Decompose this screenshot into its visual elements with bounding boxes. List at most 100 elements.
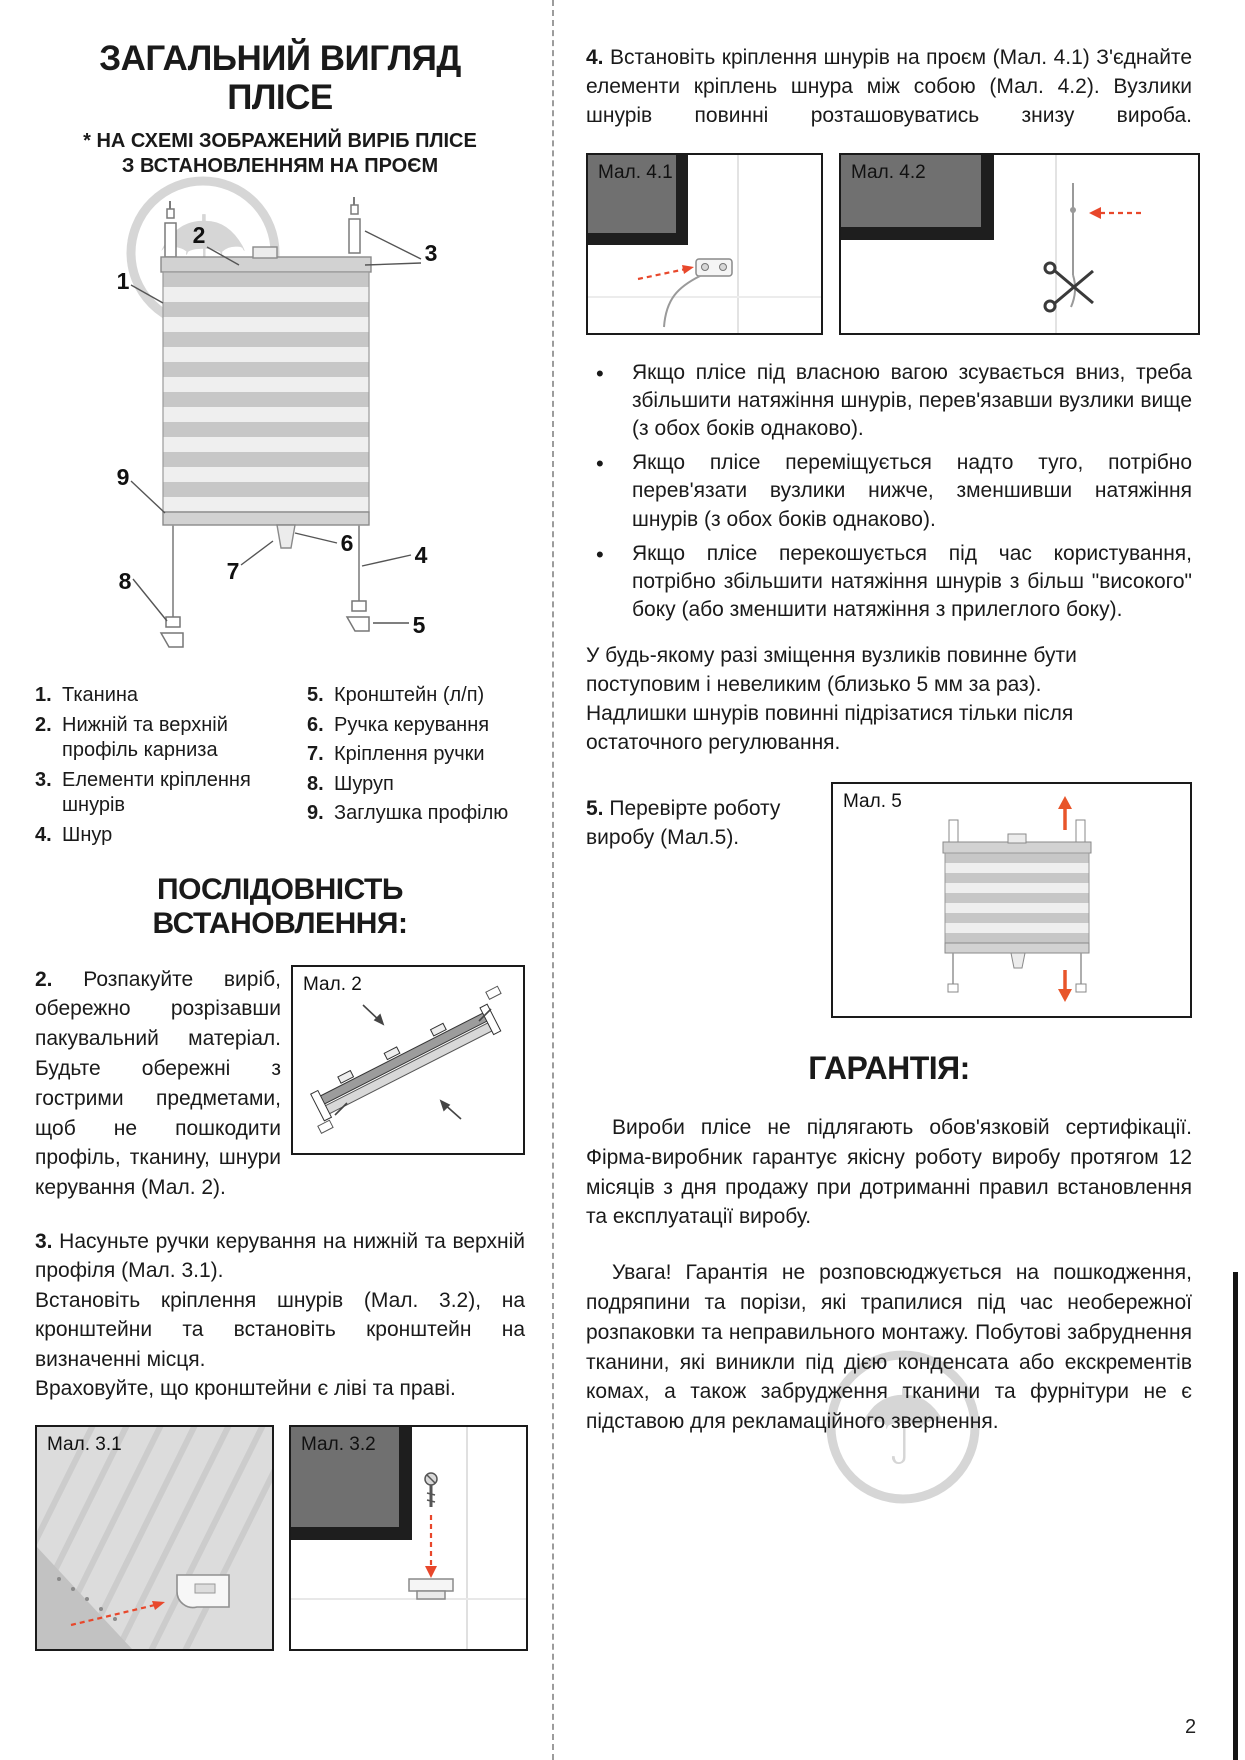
scissors-icon [1043,261,1094,313]
legend-item-number: 8. [307,772,324,795]
legend-item-text: Нижній та верхній профіль карниза [62,713,228,762]
figure-5-label: Мал. 5 [843,790,902,812]
bullet-text: Якщо плісе переміщується надто туго, пот… [632,451,1192,531]
step-5-paragraph: 5. Перевірте роботу виробу (Мал.5). [586,782,819,1018]
figure-3-2-drawing [291,1427,526,1650]
legend-item-number: 4. [35,823,52,846]
figure-2-drawing [310,985,502,1134]
legend-item-7: 7. Кріплення ручки [307,742,525,768]
step-5-row: 5. Перевірте роботу виробу (Мал.5). Мал.… [586,781,1192,1018]
legend-item-text: Ручка керування [334,713,490,736]
step-3-line1: Насуньте ручки керування на нижній та ве… [35,1230,525,1283]
callout-5: 5 [413,612,426,638]
legend-item-8: 8. Шуруп [307,772,525,798]
installation-section-title: ПОСЛІДОВНІСТЬ ВСТАНОВЛЕННЯ: [152,872,408,940]
step-2-paragraph: 2. Розпакуйте виріб, обережно розрізавши… [35,965,281,1204]
warranty-paragraph-2: Увага! Гарантія не розповсюджується на п… [586,1261,1192,1434]
bullet-item-1: • Якщо плісе під власною вагою зсуваєтьс… [586,359,1192,443]
legend-item-5: 5. Кронштейн (л/п) [307,683,525,709]
column-divider-dashed-line [552,0,554,1760]
step-4-text: Встановіть кріплення шнурів на проєм (Ма… [586,46,1192,127]
step-3-paragraph: 3. Насуньте ручки керування на нижній та… [35,1227,525,1403]
legend-item-number: 3. [35,768,52,791]
page-edge-line [1233,1272,1238,1760]
legend-item-1: 1. Тканина [35,683,307,709]
legend-item-text: Кріплення ручки [334,743,485,766]
warranty-title: ГАРАНТІЯ: [808,1049,970,1086]
figure-4-1-drawing [588,154,821,333]
page-subtitle: * НА СХЕМІ ЗОБРАЖЕНИЙ ВИРІБ ПЛІСЕ З ВСТА… [35,129,525,179]
legend-item-text: Заглушка профілю [334,802,509,825]
step-4-paragraph: 4. Встановіть кріплення шнурів на проєм … [586,44,1192,131]
figure-5: Мал. 5 [831,781,1192,1018]
callout-8: 8 [119,568,132,594]
figure-4-2-drawing [841,154,1198,333]
figure-4-2: Мал. 4.2 [839,152,1200,335]
step-4-number: 4. [586,46,604,69]
bullet-item-2: • Якщо плісе переміщується надто туго, п… [586,449,1192,533]
callout-9: 9 [117,464,130,490]
callout-2: 2 [193,222,206,248]
right-column: 4. Встановіть кріплення шнурів на проєм … [586,44,1200,1437]
step-5-text: Перевірте роботу виробу (Мал.5). [586,796,781,850]
adjustment-note: У будь-якому разі зміщення вузликів пови… [586,642,1192,758]
left-column: ЗАГАЛЬНИЙ ВИГЛЯД ПЛІСЕ * НА СХЕМІ ЗОБРАЖ… [35,39,528,1652]
step-5-number: 5. [586,796,604,820]
legend-item-number: 5. [307,684,324,706]
figure-3-1-label: Мал. 3.1 [47,1434,122,1456]
bullet-item-3: • Якщо плісе перекошується під час корис… [586,540,1192,624]
legend-item-number: 7. [307,743,324,766]
page-number: 2 [1185,1716,1197,1738]
bullet-text: Якщо плісе під власною вагою зсувається … [632,360,1192,441]
plisse-overview-diagram: 1 2 3 4 5 6 7 8 9 [117,197,438,648]
figure-4-2-label: Мал. 4.2 [851,161,926,183]
bullet-text: Якщо плісе перекошується під час користу… [632,541,1192,621]
adjustment-bullets: • Якщо плісе під власною вагою зсуваєтьс… [586,359,1192,624]
bullet-marker: • [596,360,604,386]
movement-arrows [1058,795,1072,1002]
step-3-line2: Встановіть кріплення шнурів (Мал. 3.2), … [35,1288,525,1371]
legend-item-text: Кронштейн (л/п) [334,684,485,706]
umbrella-icon: ☂ [856,1371,949,1487]
legend-item-number: 1. [35,684,52,706]
page-subtitle-line1: * НА СХЕМІ ЗОБРАЖЕНИЙ ВИРІБ ПЛІСЕ [83,130,477,152]
callout-7: 7 [227,558,240,584]
legend-item-9: 9. Заглушка профілю [307,801,525,827]
step-3-number: 3. [35,1230,53,1254]
adjustment-note-line2: Надлишки шнурів повинні підрізатися тіль… [586,701,1074,754]
legend-column-1: 1. Тканина 2. Нижній та верхній профіль … [35,683,307,853]
legend-item-text: Елементи кріплення шнурів [62,768,251,817]
callout-1: 1 [117,268,130,294]
bullet-marker: • [596,451,604,477]
legend-item-text: Шнур [62,823,113,846]
legend-item-4: 4. Шнур [35,823,307,849]
legend-item-number: 9. [307,802,324,825]
umbrella-logo-icon: ☂ [826,1350,980,1504]
legend-item-number: 2. [35,713,52,736]
legend-item-6: 6. Ручка керування [307,713,525,739]
page-title-line1: ЗАГАЛЬНИЙ ВИГЛЯД [99,39,461,78]
step-2-text: Розпакуйте виріб, обережно розрізавши па… [35,967,281,1200]
legend-column-2: 5. Кронштейн (л/п) 6. Ручка керування 7.… [307,683,525,853]
legend-item-2: 2. Нижній та верхній профіль карниза [35,713,307,764]
warranty-paragraph-1: Вироби плісе не підлягають обов'язковій … [586,1115,1192,1229]
figure-5-drawing [833,783,1190,1016]
page-title-line2: ПЛІСЕ [227,77,333,117]
figure-4-1: Мал. 4.1 [586,152,823,335]
adjustment-note-line1: У будь-якому разі зміщення вузликів пови… [586,644,1077,696]
brand-watermark-bottom: ☂ [818,1342,988,1517]
pleated-fabric [162,271,370,513]
figure-3-2-label: Мал. 3.2 [301,1434,376,1456]
legend-item-3: 3. Елементи кріплення шнурів [35,768,307,819]
figure-3-2: Мал. 3.2 [289,1425,528,1652]
figure-3-1-drawing [37,1427,272,1650]
figure-4-1-label: Мал. 4.1 [598,161,673,183]
callout-3: 3 [425,240,438,266]
figures-3-row: Мал. 3.1 [35,1425,528,1652]
callout-4: 4 [415,542,428,568]
legend-item-text: Тканина [62,684,139,706]
bullet-marker: • [596,541,604,567]
step-2-number: 2. [35,967,53,991]
step-2-row: 2. Розпакуйте виріб, обережно розрізавши… [35,964,525,1204]
